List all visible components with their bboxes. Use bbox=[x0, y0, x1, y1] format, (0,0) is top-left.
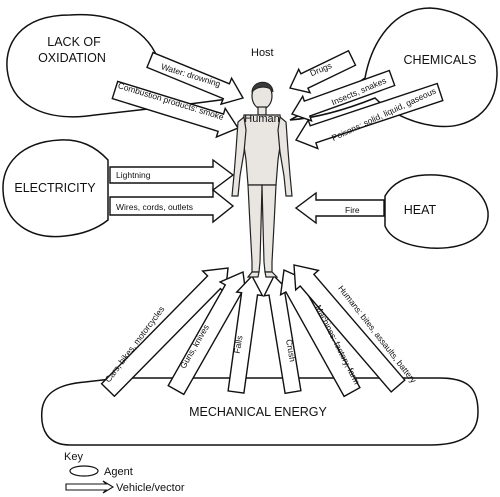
chemicals-label: CHEMICALS bbox=[404, 53, 477, 67]
crush-label: Crush bbox=[284, 338, 298, 362]
drugs-arrow bbox=[289, 49, 357, 94]
falls-label: Falls bbox=[232, 335, 245, 354]
vector-key-icon bbox=[65, 480, 115, 494]
vector-key-label: Vehicle/vector bbox=[116, 482, 185, 494]
host-label: Host bbox=[251, 47, 274, 59]
agent-key-label: Agent bbox=[104, 466, 133, 478]
combustion-products-arrow bbox=[111, 80, 240, 139]
wires-arrow bbox=[109, 188, 235, 224]
lightning-label: Lightning bbox=[116, 170, 151, 180]
poisons-arrow bbox=[294, 82, 444, 150]
lack-of-oxidation-label-line2: OXIDATION bbox=[38, 51, 106, 65]
humans-arrow bbox=[293, 264, 406, 393]
heat-label: HEAT bbox=[404, 203, 437, 217]
fire-arrow bbox=[294, 191, 385, 225]
cars-arrow bbox=[100, 267, 229, 398]
insects-snakes-arrow bbox=[290, 69, 396, 122]
fire-label: Fire bbox=[345, 205, 360, 215]
electricity-label: ELECTRICITY bbox=[14, 181, 96, 195]
water-drowning-arrow bbox=[146, 51, 245, 106]
human-figure bbox=[231, 81, 293, 278]
agent-key-icon bbox=[69, 465, 99, 477]
heat-agent bbox=[384, 174, 489, 249]
vector-arrows bbox=[100, 49, 444, 398]
mechanical-energy-label: MECHANICAL ENERGY bbox=[189, 405, 327, 419]
key-legend: Key Agent Vehicle/vector bbox=[64, 451, 185, 494]
wires-cords-outlets-label: Wires, cords, outlets bbox=[116, 202, 193, 212]
lightning-arrow bbox=[109, 158, 235, 192]
lack-of-oxidation-label-line1: LACK OF bbox=[47, 35, 101, 49]
key-title: Key bbox=[64, 451, 83, 463]
human-label: Human bbox=[244, 113, 279, 125]
falls-arrow bbox=[227, 274, 264, 394]
mechanical-energy-agent bbox=[40, 377, 479, 446]
electricity-agent bbox=[2, 139, 109, 238]
